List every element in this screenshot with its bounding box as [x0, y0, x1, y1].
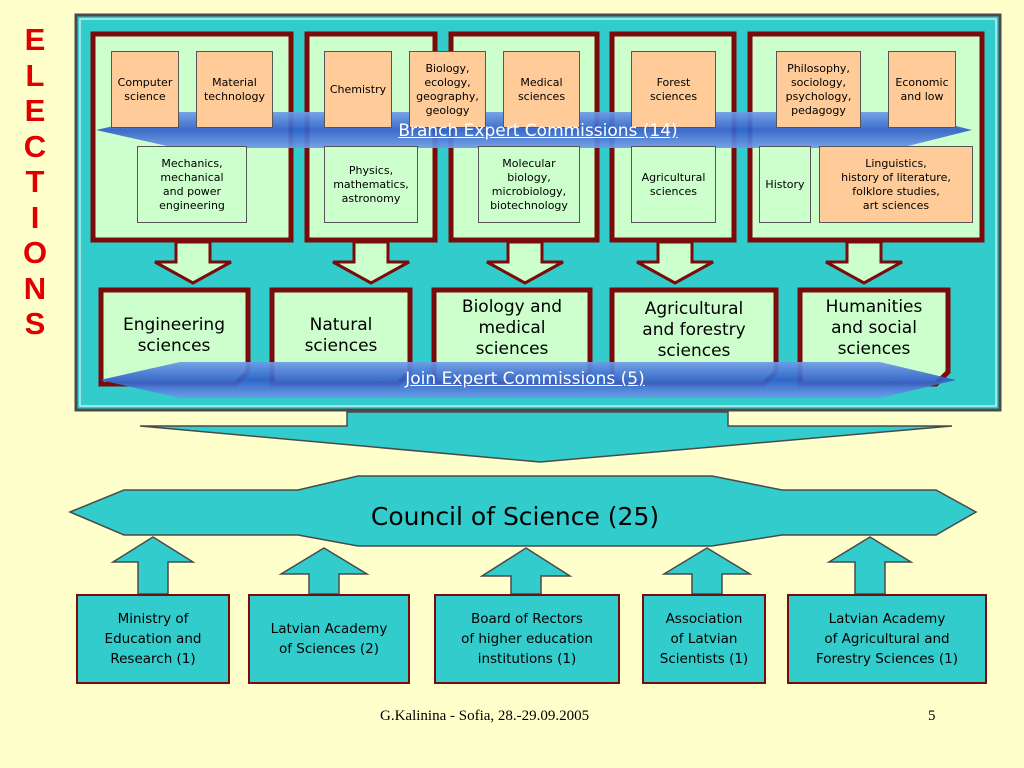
commission-philosophy: Philosophy, sociology, psychology, pedag… — [776, 51, 861, 128]
up-arrow-academy — [278, 547, 370, 595]
down-arrows — [154, 240, 903, 285]
institution-ministry: Ministry of Education and Research (1) — [76, 594, 230, 684]
commission-computer-science: Computer science — [111, 51, 179, 128]
big-down-arrow — [139, 411, 953, 463]
commission-material-technology: Material technology — [196, 51, 273, 128]
institution-latvian-academy-sciences: Latvian Academy of Sciences (2) — [248, 594, 410, 684]
down-arrow-agricultural — [636, 240, 714, 285]
down-arrow-humanities — [825, 240, 903, 285]
commission-agricultural-sciences: Agricultural sciences — [631, 146, 716, 223]
branch-commissions-label: Branch Expert Commissions (14) — [398, 121, 678, 141]
commission-biology-ecology: Biology, ecology, geography, geology — [409, 51, 486, 128]
institution-agricultural-academy: Latvian Academy of Agricultural and Fore… — [787, 594, 987, 684]
elections-letter: O — [22, 235, 48, 270]
commission-physics: Physics, mathematics, astronomy — [324, 146, 418, 223]
down-arrow-engineering — [154, 240, 232, 285]
elections-letter: E — [24, 93, 46, 128]
commission-linguistics: Linguistics, history of literature, folk… — [819, 146, 973, 223]
commission-economic-law: Economic and low — [888, 51, 956, 128]
down-arrow-biomedical — [486, 240, 564, 285]
field-agricultural-forestry-sciences: Agricultural and forestry sciences — [642, 298, 746, 361]
join-commissions-label: Join Expert Commissions (5) — [405, 369, 645, 389]
elections-letter: N — [23, 270, 47, 306]
field-engineering-sciences: Engineering sciences — [123, 315, 225, 356]
branch-ribbon — [96, 112, 972, 148]
field-humanities-social-sciences: Humanities and social sciences — [825, 296, 923, 359]
elections-letter: E — [24, 22, 46, 57]
footer-credit: G.Kalinina - Sofia, 28.-29.09.2005 — [380, 708, 590, 724]
up-arrow-association — [661, 547, 753, 595]
up-arrow-ministry — [110, 536, 196, 595]
up-arrows — [110, 536, 914, 595]
commission-forest-sciences: Forest sciences — [631, 51, 716, 128]
institution-association-scientists: Association of Latvian Scientists (1) — [642, 594, 766, 684]
up-arrow-agri-academy — [826, 536, 914, 595]
elections-letter: C — [23, 128, 47, 164]
commission-medical-sciences: Medical sciences — [503, 51, 580, 128]
commission-chemistry: Chemistry — [324, 51, 392, 128]
council-banner — [68, 475, 978, 547]
institution-board-of-rectors: Board of Rectors of higher education ins… — [434, 594, 620, 684]
elections-letter: T — [25, 164, 45, 199]
elections-title: E L E C T I O N S — [18, 22, 52, 342]
commission-molecular-biology: Molecular biology, microbiology, biotech… — [478, 146, 580, 223]
commission-history: History — [759, 146, 811, 223]
up-arrow-rectors — [479, 547, 573, 595]
elections-letter: I — [30, 199, 40, 235]
field-natural-sciences: Natural sciences — [304, 315, 378, 356]
down-arrow-natural — [332, 240, 410, 285]
join-ribbon — [100, 362, 956, 398]
field-biology-medical-sciences: Biology and medical sciences — [461, 296, 563, 359]
council-of-science-label: Council of Science (25) — [370, 501, 660, 531]
commission-mechanics: Mechanics, mechanical and power engineer… — [137, 146, 247, 223]
page-number: 5 — [928, 708, 936, 724]
elections-letter: S — [24, 306, 46, 341]
elections-letter: L — [25, 57, 45, 93]
